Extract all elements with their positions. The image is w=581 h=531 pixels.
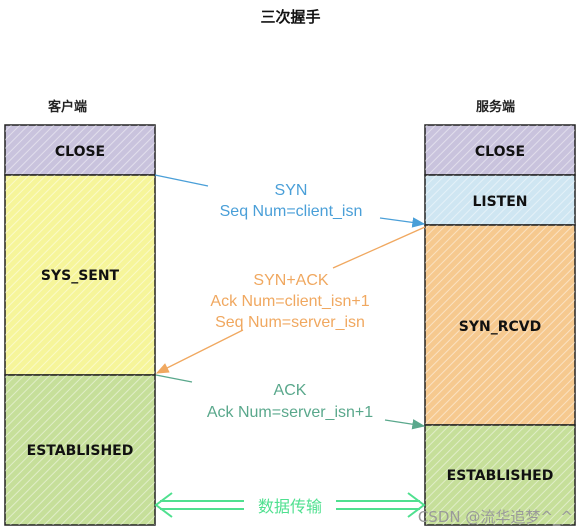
client-established-label: ESTABLISHED xyxy=(27,443,134,459)
csdn-watermark: CSDN @流华追梦^_^ xyxy=(417,508,573,526)
server-established-label: ESTABLISHED xyxy=(447,468,554,484)
synack-label: SYN+ACK xyxy=(253,272,328,289)
client-close-label: CLOSE xyxy=(55,144,105,160)
ack-num-label: Ack Num=server_isn+1 xyxy=(207,404,373,421)
data-transfer-label: 数据传输 xyxy=(258,498,322,516)
server-label: 服务端 xyxy=(476,100,516,115)
ack-arrow xyxy=(155,374,193,383)
server-listen-label: LISTEN xyxy=(472,194,527,210)
synack-arrow xyxy=(332,226,426,269)
diagram-title: 三次握手 xyxy=(260,8,321,26)
server-column: CLOSE LISTEN SYN_RCVD ESTABLISHED xyxy=(424,124,576,526)
syn-label: SYN xyxy=(275,182,308,199)
ack-message: ACK Ack Num=server_isn+1 xyxy=(155,374,426,430)
synack-message: SYN+ACK Ack Num=client_isn+1 Seq Num=ser… xyxy=(155,226,426,374)
client-syn-sent-label: SYS_SENT xyxy=(41,268,120,284)
data-transfer: 数据传输 xyxy=(154,492,426,518)
client-label: 客户端 xyxy=(48,100,88,115)
synack-ack-label: Ack Num=client_isn+1 xyxy=(210,293,369,310)
syn-arrow xyxy=(154,174,209,187)
syn-seq-label: Seq Num=client_isn xyxy=(220,203,363,220)
syn-message: SYN Seq Num=client_isn xyxy=(154,174,426,228)
server-syn-rcvd-label: SYN_RCVD xyxy=(459,319,541,335)
server-close-label: CLOSE xyxy=(475,144,525,160)
client-column: CLOSE SYS_SENT ESTABLISHED xyxy=(4,124,156,526)
ack-label: ACK xyxy=(274,382,307,399)
synack-seq-label: Seq Num=server_isn xyxy=(215,314,365,331)
